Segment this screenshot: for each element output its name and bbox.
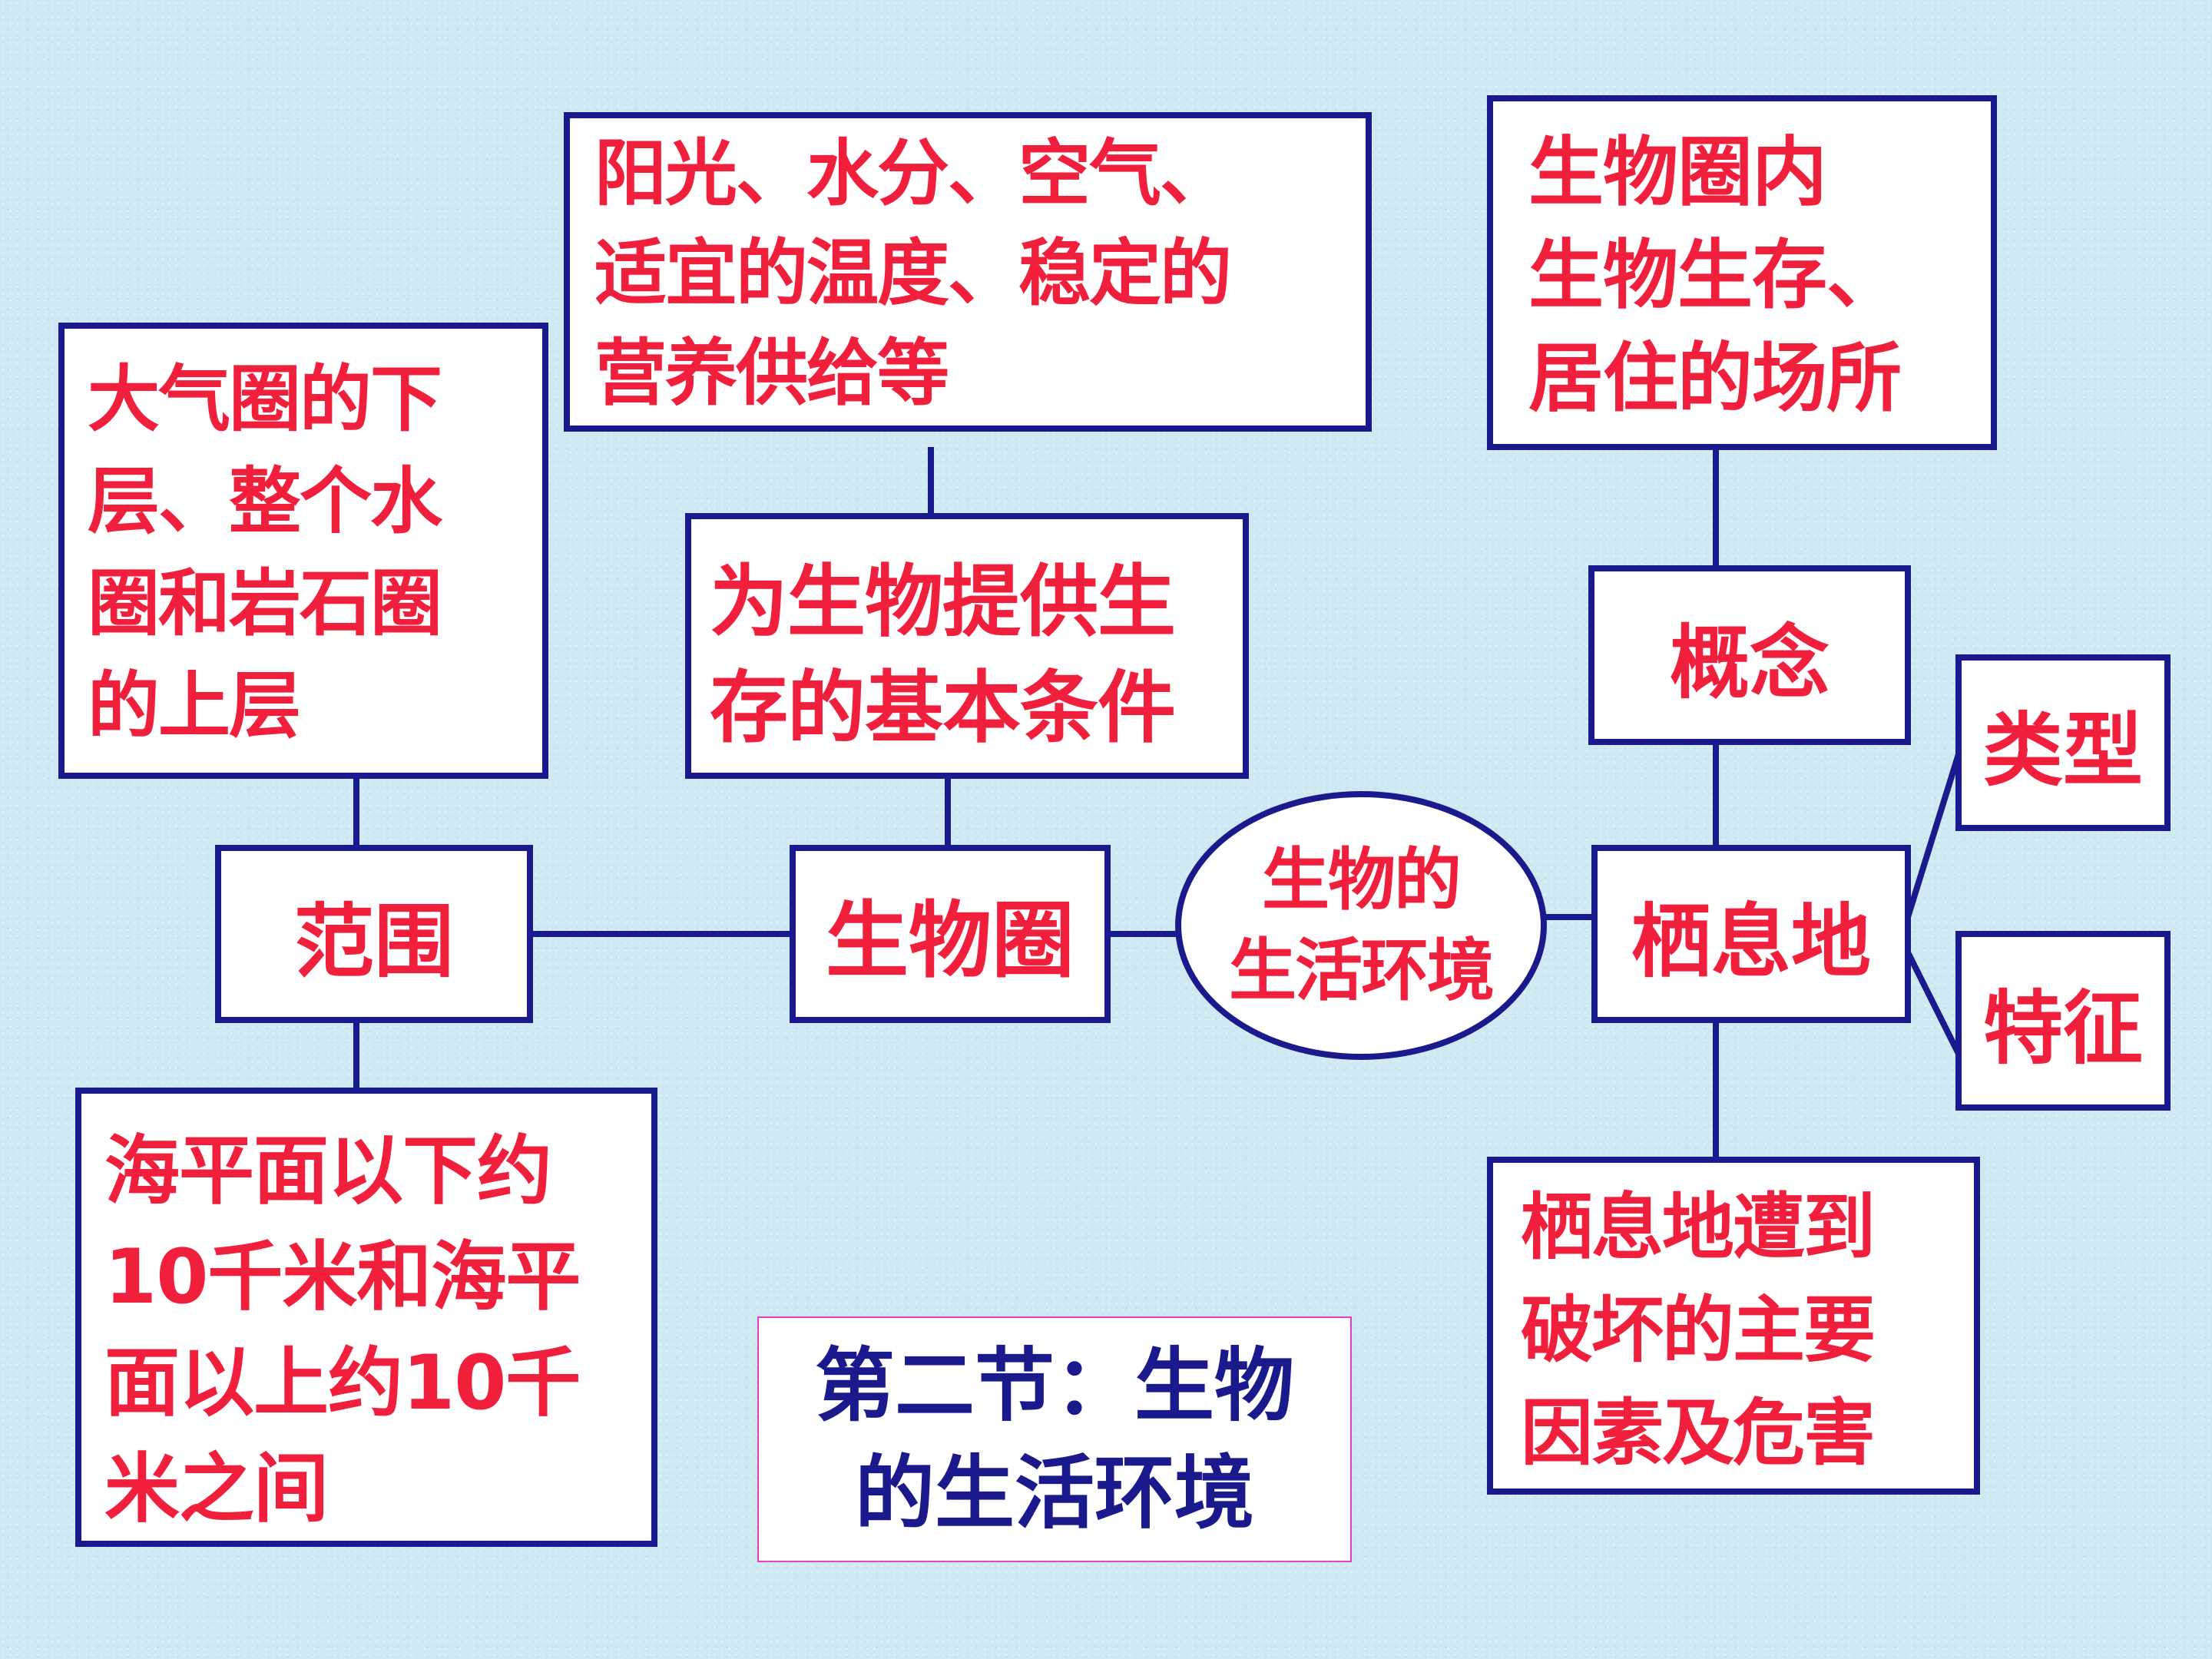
concept-label: 概念 xyxy=(1669,615,1830,710)
feature-label: 特征 xyxy=(1982,981,2143,1075)
scope-upper-text: 大气圈的下 层、整个水 圈和岩石圈 的上层 xyxy=(88,358,442,748)
type-label: 类型 xyxy=(1982,703,2143,797)
line-habitat-type xyxy=(1905,753,1962,919)
scope-upper-box: 大气圈的下 层、整个水 圈和岩石圈 的上层 xyxy=(58,323,548,779)
feature-box: 特征 xyxy=(1955,931,2171,1111)
line-habitat-feature xyxy=(1905,951,1962,1055)
scope-lower-box: 海平面以下约 10千米和海平 面以上约10千 米之间 xyxy=(75,1088,657,1547)
habitat-threats-text: 栖息地遭到 破坏的主要 因素及危害 xyxy=(1521,1186,1876,1475)
biosphere-label: 生物圈 xyxy=(825,893,1075,989)
provides-box: 为生物提供生 存的基本条件 xyxy=(685,513,1249,779)
scope-label: 范围 xyxy=(293,894,454,988)
scope-box: 范围 xyxy=(215,845,533,1023)
type-box: 类型 xyxy=(1955,654,2171,831)
center-ellipse: 生物的 生活环境 xyxy=(1175,791,1547,1060)
habitat-box: 栖息地 xyxy=(1591,845,1911,1023)
habitat-label: 栖息地 xyxy=(1631,894,1871,988)
habitat-threats-box: 栖息地遭到 破坏的主要 因素及危害 xyxy=(1487,1157,1980,1495)
center-label: 生物的 生活环境 xyxy=(1228,840,1495,1010)
concept-box: 概念 xyxy=(1588,565,1911,745)
conditions-box: 阳光、水分、空气、 适宜的温度、稳定的 营养供给等 xyxy=(564,112,1372,432)
section-title-box: 第二节：生物 的生活环境 xyxy=(757,1316,1352,1562)
concept-detail-box: 生物圈内 生物生存、 居住的场所 xyxy=(1487,95,1997,450)
conditions-text: 阳光、水分、空气、 适宜的温度、稳定的 营养供给等 xyxy=(594,132,1232,416)
section-title: 第二节：生物 的生活环境 xyxy=(814,1339,1294,1540)
provides-text: 为生物提供生 存的基本条件 xyxy=(710,557,1176,754)
concept-detail-text: 生物圈内 生物生存、 居住的场所 xyxy=(1528,129,1902,422)
scope-lower-text: 海平面以下约 10千米和海平 面以上约10千 米之间 xyxy=(104,1128,581,1533)
biosphere-box: 生物圈 xyxy=(790,845,1111,1023)
